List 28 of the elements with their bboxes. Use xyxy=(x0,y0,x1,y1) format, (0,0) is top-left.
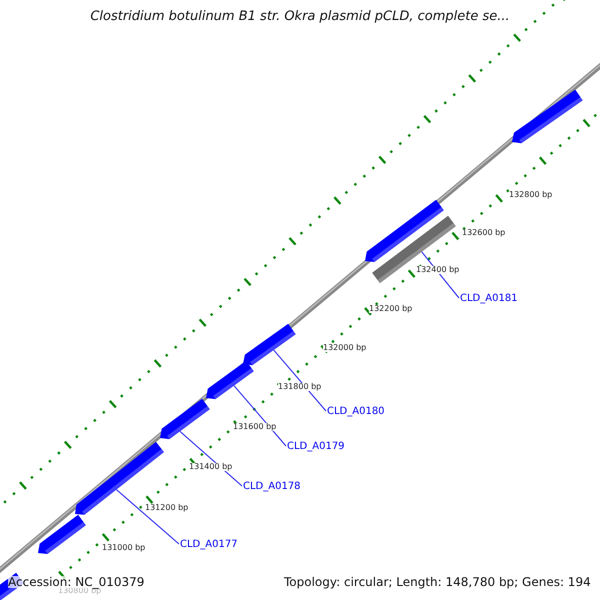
leader-line xyxy=(421,251,460,298)
position-label: 131400 bp xyxy=(189,463,232,471)
position-label: 132800 bp xyxy=(509,191,552,199)
gene-feature xyxy=(206,360,254,400)
position-label: 131200 bp xyxy=(145,504,188,512)
gene-feature xyxy=(512,90,583,144)
position-label: 132400 bp xyxy=(416,266,460,274)
gene-feature xyxy=(38,514,86,554)
position-label: 131000 bp xyxy=(102,544,146,552)
position-label: 132600 bp xyxy=(462,229,506,237)
gene-feature xyxy=(243,324,296,366)
leader-line xyxy=(273,350,326,412)
gene-feature xyxy=(160,398,210,440)
gene-label: CLD_A0180 xyxy=(327,407,385,417)
position-label: 131600 bp xyxy=(233,423,276,431)
info-text: Topology: circular; Length: 148,780 bp; Genes: 194 xyxy=(284,576,591,588)
position-label: 132000 bp xyxy=(323,344,366,352)
gene-feature xyxy=(365,200,444,262)
gene-label: CLD_A0181 xyxy=(460,294,518,304)
leader-line xyxy=(116,489,180,544)
position-label: 131800 bp xyxy=(278,383,322,391)
position-label: 130800 bp xyxy=(58,587,102,595)
gene-label: CLD_A0179 xyxy=(287,442,345,452)
gene-label: CLD_A0177 xyxy=(180,540,238,550)
gene-label: CLD_A0178 xyxy=(243,482,301,492)
position-label: 132200 bp xyxy=(369,305,412,313)
leader-line xyxy=(234,385,286,446)
map-title: Clostridium botulinum B1 str. Okra plasmid pCLD, complete se... xyxy=(89,10,511,23)
